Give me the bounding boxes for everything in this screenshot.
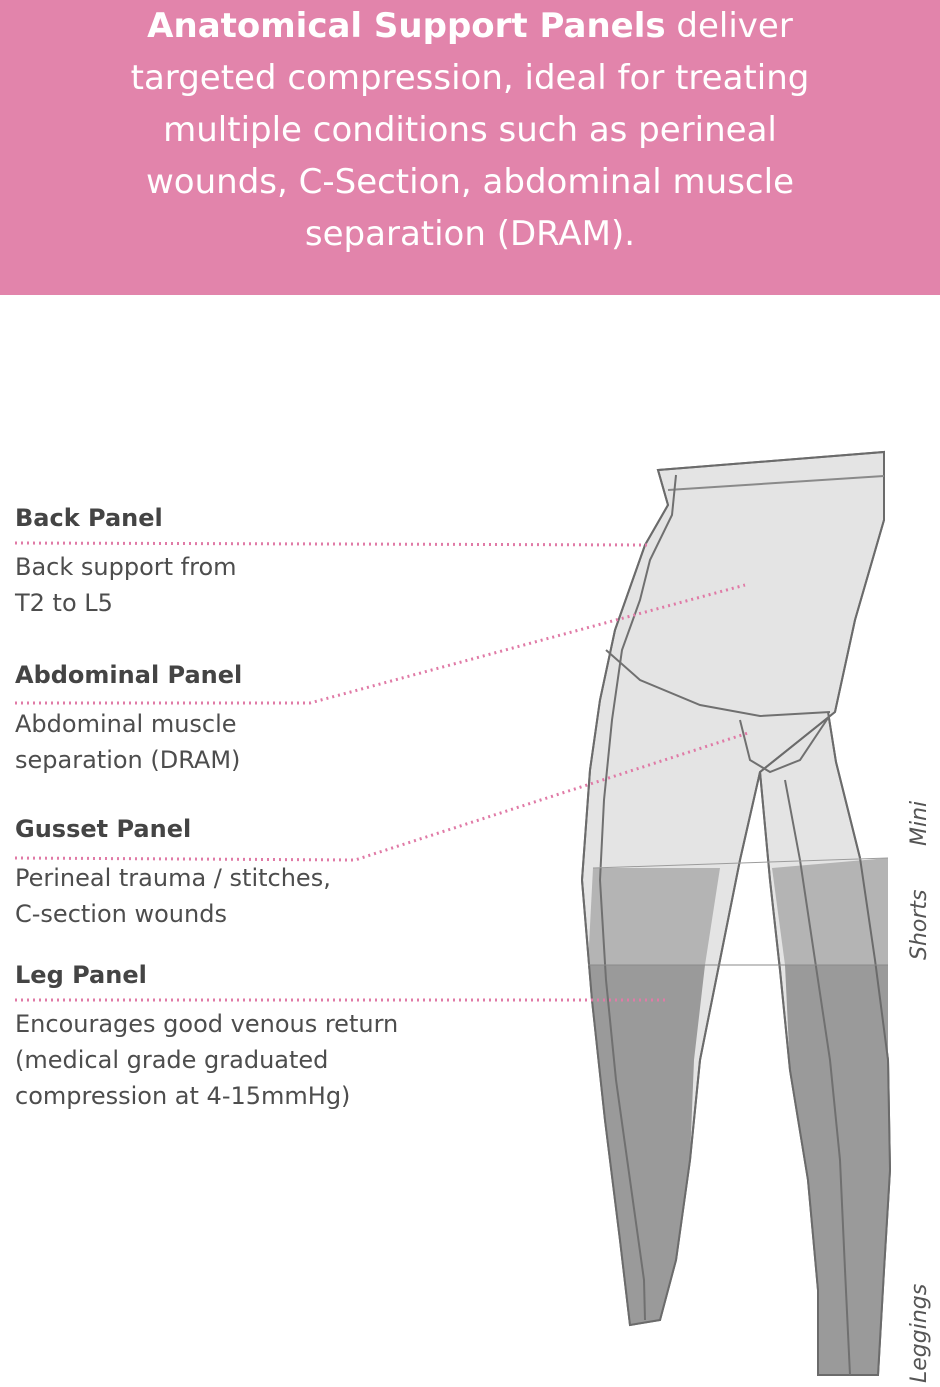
banner-line-1: Anatomical Support Panels deliver: [60, 0, 880, 52]
gusset-panel-desc-line-2: C-section wounds: [15, 900, 227, 928]
waistband-seam: [667, 475, 885, 491]
back-panel-description: Back support from T2 to L5: [15, 549, 237, 621]
right-leg-outline: [759, 711, 892, 1376]
abdominal-panel-description: Abdominal muscle separation (DRAM): [15, 706, 240, 778]
gusset-panel-block: Gusset Panel Perineal trauma / stitches,…: [15, 814, 635, 928]
abdominal-panel-seam: [605, 649, 831, 718]
shorts-top-line: [592, 857, 889, 869]
body-outline: [580, 450, 885, 1327]
abdominal-panel-desc-line-2: separation (DRAM): [15, 746, 241, 774]
leggings-lower-left: [588, 965, 705, 1325]
leader-abdominal-panel: [15, 583, 746, 705]
shorts-band-right: [772, 858, 888, 965]
back-panel-desc-line-1: Back support from: [15, 553, 237, 581]
back-panel-block: Back Panel Back support from T2 to L5: [15, 503, 635, 617]
abdominal-panel-desc-line-1: Abdominal muscle: [15, 710, 237, 738]
back-panel-title: Back Panel: [15, 504, 163, 532]
abdominal-panel-block: Abdominal Panel Abdominal muscle separat…: [15, 660, 635, 774]
leg-panel-desc-line-3: compression at 4-15mmHg): [15, 1082, 351, 1110]
leg-panel-desc-line-2: (medical grade graduated: [15, 1046, 329, 1074]
leggings-length-label: Leggings: [907, 1283, 932, 1383]
mini-length-label: Mini: [907, 800, 932, 846]
shorts-band-left: [588, 868, 720, 965]
leg-panel-title: Leg Panel: [15, 961, 147, 989]
gusset-panel-desc-line-1: Perineal trauma / stitches,: [15, 864, 331, 892]
banner-line-5: separation (DRAM).: [304, 214, 636, 254]
leg-panel-desc-line-1: Encourages good venous return: [15, 1010, 399, 1038]
header-banner: Anatomical Support Panels deliver target…: [0, 0, 940, 295]
leg-panel-block: Leg Panel Encourages good venous return …: [15, 960, 635, 1110]
banner-text: Anatomical Support Panels deliver target…: [60, 0, 880, 260]
shorts-length-label: Shorts: [907, 889, 932, 960]
leader-back-panel: [14, 541, 649, 547]
gusset-panel-title: Gusset Panel: [15, 815, 192, 843]
banner-line-2: targeted compression, ideal for treating: [130, 58, 810, 98]
abdominal-panel-title: Abdominal Panel: [15, 661, 243, 689]
banner-line-4: wounds, C-Section, abdominal muscle: [145, 162, 794, 202]
back-seam: [598, 474, 677, 1321]
gusset-panel-seam: [739, 714, 831, 774]
leggings-lower-right: [785, 965, 890, 1375]
gusset-panel-description: Perineal trauma / stitches, C-section wo…: [15, 860, 331, 932]
banner-line-1-rest: deliver: [665, 6, 793, 46]
back-panel-desc-line-2: T2 to L5: [15, 589, 113, 617]
leader-lines: [14, 541, 749, 1002]
leg-panel-description: Encourages good venous return (medical g…: [15, 1006, 398, 1114]
right-leg-seam: [784, 779, 851, 1376]
banner-bold-text: Anatomical Support Panels: [147, 6, 666, 46]
banner-line-3: multiple conditions such as perineal: [163, 110, 777, 150]
